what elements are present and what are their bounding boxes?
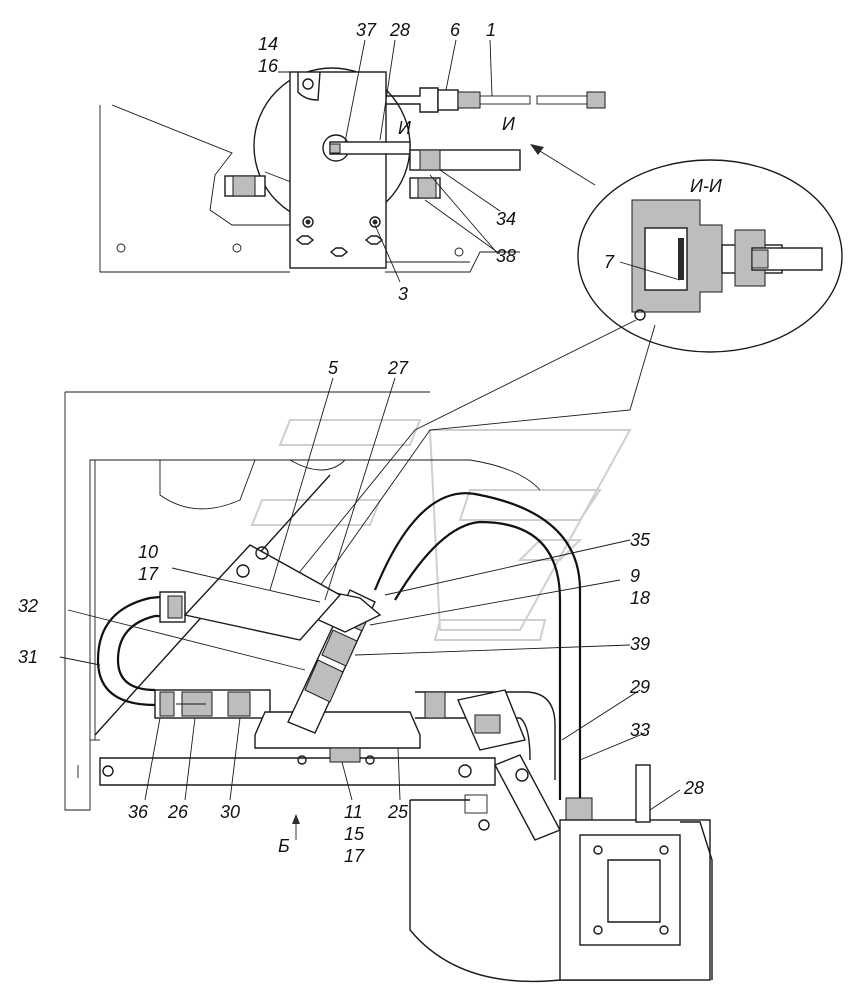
callout-32: 32 — [18, 596, 38, 616]
callout-6: 6 — [450, 20, 461, 40]
callout-18: 18 — [630, 588, 650, 608]
callout-31: 31 — [18, 647, 38, 667]
watermark-logo — [250, 419, 632, 641]
callout-25: 25 — [387, 802, 409, 822]
callout-38: 38 — [496, 246, 516, 266]
section-title: И-И — [690, 176, 722, 196]
callout-34: 34 — [496, 209, 516, 229]
callout-36: 36 — [128, 802, 149, 822]
callout-28-bottom: 28 — [683, 778, 704, 798]
callout-5: 5 — [328, 358, 339, 378]
callout-3: 3 — [398, 284, 408, 304]
callout-17-lower: 17 — [344, 846, 365, 866]
callout-9: 9 — [630, 566, 640, 586]
callout-27: 27 — [387, 358, 409, 378]
callout-33: 33 — [630, 720, 650, 740]
callout-16: 16 — [258, 56, 279, 76]
leader-lines — [59, 39, 681, 840]
callout-39: 39 — [630, 634, 650, 654]
top-view-assembly — [99, 67, 606, 273]
callout-26: 26 — [167, 802, 189, 822]
hose-system — [96, 492, 713, 981]
callout-14: 14 — [258, 34, 278, 54]
callout-29: 29 — [629, 677, 650, 697]
callout-17-upper: 17 — [138, 564, 159, 584]
callout-labels: 14 16 37 28 6 1 И И 34 38 3 И-И 7 5 27 1… — [18, 20, 722, 866]
view-mark: Б — [278, 836, 290, 856]
callout-15: 15 — [344, 824, 365, 844]
callout-1: 1 — [486, 20, 496, 40]
mounting-plate — [289, 71, 387, 269]
callout-28-top: 28 — [389, 20, 410, 40]
section-detail — [284, 144, 843, 601]
callout-7: 7 — [604, 252, 615, 272]
section-mark-left: И — [398, 118, 411, 138]
section-mark-right: И — [502, 114, 515, 134]
callout-11: 11 — [344, 802, 363, 822]
callout-30: 30 — [220, 802, 240, 822]
callout-35: 35 — [630, 530, 651, 550]
callout-10: 10 — [138, 542, 158, 562]
callout-37: 37 — [356, 20, 377, 40]
